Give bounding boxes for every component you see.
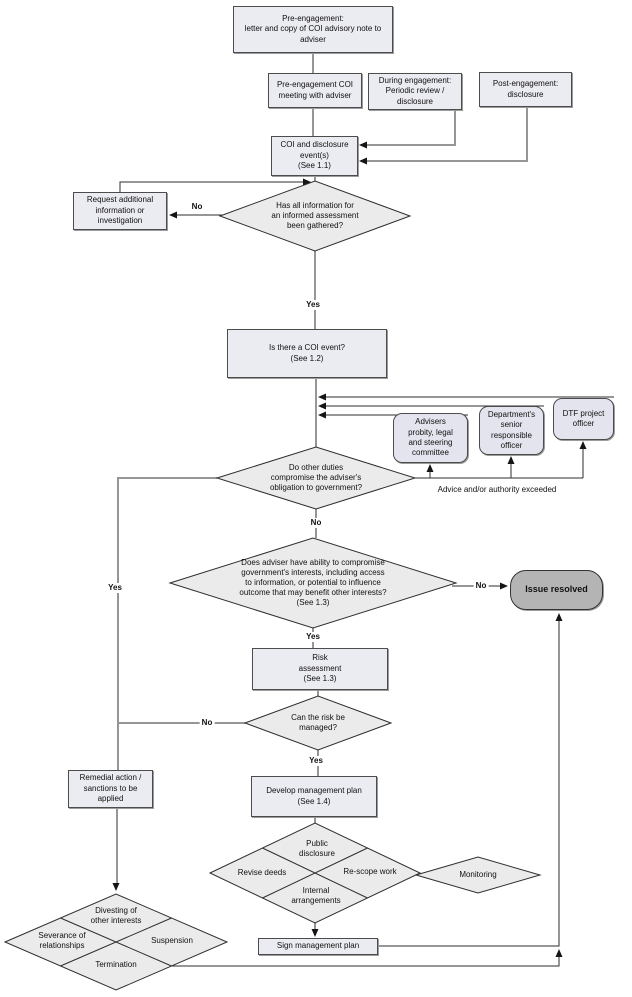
node-post-engagement: Post-engagement: disclosure bbox=[479, 72, 572, 107]
node-develop-management-plan: Develop management plan (See 1.4) bbox=[251, 776, 377, 817]
node-dtf-project-officer: DTF project officer bbox=[553, 398, 614, 440]
label-no-managed: No bbox=[199, 718, 215, 728]
label-advice-exceeded: Advice and/or authority exceeded bbox=[437, 485, 557, 494]
node-remedial-action: Remedial action / sanctions to be applie… bbox=[68, 770, 153, 808]
options-cluster-divider bbox=[262, 847, 368, 899]
arrowhead bbox=[318, 393, 326, 401]
option-public-disclosure: Public disclosure bbox=[298, 839, 336, 858]
edge-during-to-coi-event bbox=[366, 110, 456, 146]
arrowhead bbox=[500, 582, 508, 590]
label-yes-managed: Yes bbox=[307, 756, 325, 766]
sanction-termination: Termination bbox=[95, 960, 137, 969]
arrowhead bbox=[112, 883, 120, 891]
arrowhead bbox=[555, 949, 563, 957]
label-yes-duties: Yes bbox=[106, 583, 124, 593]
label-yes-ability: Yes bbox=[304, 632, 322, 642]
arrowhead bbox=[507, 456, 515, 464]
node-advisers-committee: Advisers probity, legal and steering com… bbox=[393, 413, 468, 463]
node-pre-engagement-meeting: Pre-engagement COI meeting with adviser bbox=[268, 73, 362, 108]
node-during-engagement: During engagement: Periodic review / dis… bbox=[368, 73, 462, 110]
option-rescope-work: Re-scope work bbox=[343, 867, 397, 876]
arrowhead bbox=[318, 402, 326, 410]
sanction-divesting: Divesting of other interests bbox=[90, 906, 142, 925]
arrowhead bbox=[318, 411, 326, 419]
node-risk-assessment: Risk assessment (See 1.3) bbox=[252, 648, 388, 690]
node-request-additional-info: Request additional information or invest… bbox=[73, 192, 167, 230]
option-revise-deeds: Revise deeds bbox=[237, 868, 287, 877]
arrowhead bbox=[359, 157, 367, 165]
arrowhead bbox=[303, 178, 311, 186]
decision-adviser-ability-label: Does adviser have ability to compromise … bbox=[239, 558, 387, 607]
label-yes-gathered: Yes bbox=[304, 300, 322, 310]
decision-has-all-information bbox=[218, 180, 412, 252]
node-pre-engagement-letter: Pre-engagement: letter and copy of COI a… bbox=[233, 6, 393, 53]
decision-adviser-ability bbox=[168, 537, 458, 629]
sanction-suspension: Suspension bbox=[151, 936, 193, 945]
sanction-severance: Severance of relationships bbox=[38, 931, 86, 950]
edge-termination-feedback bbox=[172, 954, 560, 967]
label-no-ability: No bbox=[473, 581, 489, 591]
decision-do-other-duties bbox=[215, 446, 417, 510]
edge-sign-to-resolved bbox=[378, 620, 560, 947]
decision-can-risk-be-managed-label: Can the risk be managed? bbox=[291, 713, 345, 732]
arrowhead bbox=[555, 613, 563, 621]
arrowhead bbox=[311, 929, 319, 937]
option-monitoring: Monitoring bbox=[459, 870, 497, 879]
node-coi-disclosure-event: COI and disclosure event(s) (See 1.1) bbox=[271, 136, 358, 176]
arrowhead bbox=[359, 141, 367, 149]
decision-has-all-information-label: Has all information for an informed asse… bbox=[271, 201, 359, 230]
decision-can-risk-be-managed bbox=[243, 695, 393, 751]
arrowhead bbox=[579, 441, 587, 449]
node-sign-management-plan: Sign management plan bbox=[258, 938, 378, 955]
arrowhead bbox=[169, 211, 177, 219]
decision-do-other-duties-label: Do other duties compromise the adviser's… bbox=[269, 463, 363, 492]
label-no-gathered: No bbox=[191, 202, 203, 211]
arrowhead bbox=[426, 464, 434, 472]
label-no-duties: No bbox=[308, 518, 324, 528]
edge-decision2-yes-rail bbox=[117, 477, 217, 770]
monitoring-diamond bbox=[414, 856, 542, 894]
option-internal-arrangements: Internal arrangements bbox=[291, 886, 341, 905]
edge-request-feedback bbox=[119, 181, 303, 192]
node-dept-senior-officer: Department's senior responsible officer bbox=[479, 406, 544, 455]
sanctions-cluster-divider bbox=[60, 917, 172, 967]
node-is-there-coi-event: Is there a COI event? (See 1.2) bbox=[227, 329, 387, 378]
node-issue-resolved: Issue resolved bbox=[510, 570, 603, 610]
edge-post-to-coi-event bbox=[366, 107, 528, 162]
